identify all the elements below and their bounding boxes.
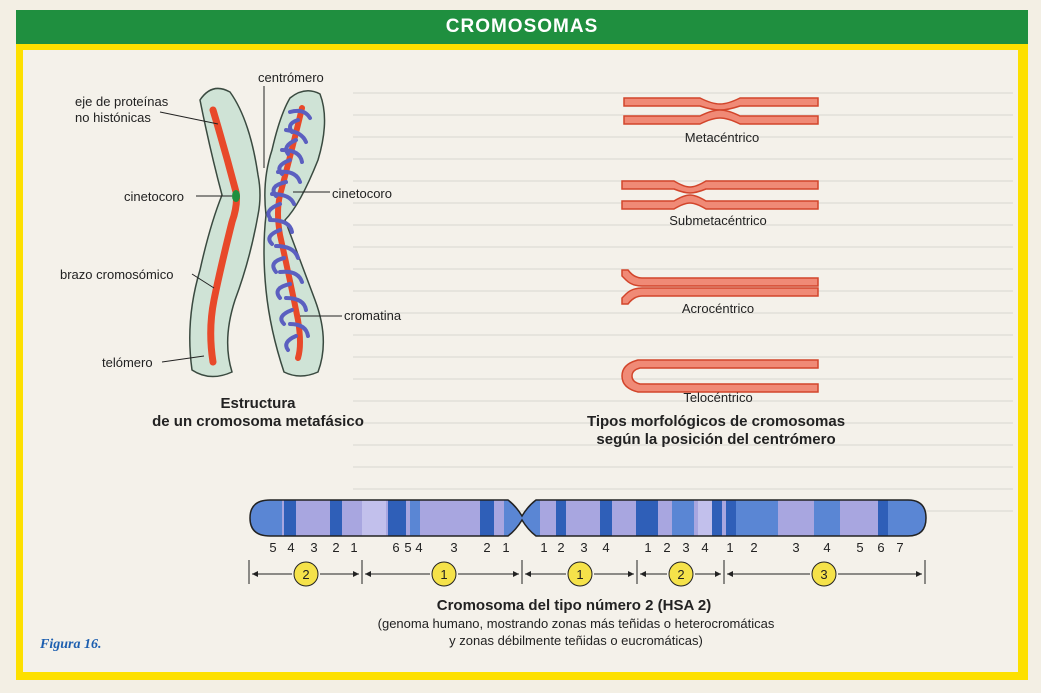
band-number: 1: [644, 540, 651, 555]
hsa2-caption-3: y zonas débilmente teñidas o eucromática…: [449, 633, 703, 648]
kinetochore-left: [232, 190, 240, 202]
type-label-metacentric: Metacéntrico: [685, 130, 759, 145]
band-number: 4: [602, 540, 609, 555]
band-number: 6: [877, 540, 884, 555]
band-number: 2: [332, 540, 339, 555]
hsa2-region-markers: 2 1 1 2 3: [293, 561, 837, 587]
band-number: 7: [896, 540, 903, 555]
region-circle: [668, 561, 694, 587]
label-telomero: telómero: [102, 355, 153, 370]
band-number: 3: [310, 540, 317, 555]
band-number: 3: [450, 540, 457, 555]
left-chromatid: [189, 87, 261, 378]
figure-frame: CROMOSOMAS: [16, 10, 1028, 680]
background-texture: [353, 92, 1013, 512]
region-circle: [431, 561, 457, 587]
hsa2-arrowheads: [252, 571, 922, 577]
band-number: 2: [750, 540, 757, 555]
band-number: 5: [404, 540, 411, 555]
hsa2-caption-2: (genoma humano, mostrando zonas más teñi…: [378, 616, 775, 631]
band-number: 1: [502, 540, 509, 555]
band-number: 2: [483, 540, 490, 555]
region-circle: [293, 561, 319, 587]
types-caption-2: según la posición del centrómero: [596, 431, 835, 448]
band-number: 4: [701, 540, 708, 555]
page-title: CROMOSOMAS: [16, 10, 1028, 44]
acrocentric-shape: [621, 269, 819, 305]
telocentric-shape: [621, 359, 819, 393]
figure-label: Figura 16.: [40, 637, 102, 652]
metaphase-chromosome: centrómero eje de proteínas no histónica…: [60, 70, 402, 430]
band-number: 4: [287, 540, 294, 555]
type-label-submetacentric: Submetacéntrico: [669, 213, 767, 228]
band-number: 3: [682, 540, 689, 555]
band-number: 1: [540, 540, 547, 555]
structure-caption-2: de un cromosoma metafásico: [152, 413, 364, 430]
hsa2-outline: [249, 499, 927, 537]
band-number: 4: [823, 540, 830, 555]
label-centromero: centrómero: [258, 70, 324, 85]
region-number: 2: [677, 567, 684, 582]
band-number: 5: [269, 540, 276, 555]
band-number: 2: [663, 540, 670, 555]
label-cinetocoro-left: cinetocoro: [124, 189, 184, 204]
hsa2-band-numbers: 5 4 3 2 1 6 5 4 3 2 1 1 2 3 4 1 2 3 4 1 …: [269, 540, 903, 555]
hsa2-caption-1: Cromosoma del tipo número 2 (HSA 2): [437, 597, 711, 614]
types-caption-1: Tipos morfológicos de cromosomas: [587, 413, 845, 430]
type-label-acrocentric: Acrocéntrico: [682, 301, 754, 316]
structure-caption-1: Estructura: [220, 395, 296, 412]
band-number: 5: [856, 540, 863, 555]
band-number: 3: [580, 540, 587, 555]
hsa2-regions: [248, 560, 926, 584]
brazo-leader: [191, 273, 215, 289]
band-number: 3: [792, 540, 799, 555]
region-number: 3: [820, 567, 827, 582]
region-circle: [567, 561, 593, 587]
band-number: 6: [392, 540, 399, 555]
submetacentric-shape: [621, 180, 819, 210]
hsa2-chromosome: [249, 499, 927, 537]
figure-panel: [23, 50, 1018, 672]
label-eje-1: eje de proteínas: [75, 94, 169, 109]
label-brazo: brazo cromosómico: [60, 267, 173, 282]
band-number: 2: [557, 540, 564, 555]
region-circle: [811, 561, 837, 587]
label-cromatina: cromatina: [344, 308, 402, 323]
eje-leader: [159, 111, 219, 125]
protein-axis: [207, 106, 240, 366]
chromosome-types: Metacéntrico Submetacéntrico Acrocéntric…: [587, 97, 845, 448]
metacentric-shape: [623, 97, 819, 125]
band-number: 4: [415, 540, 422, 555]
label-eje-2: no histónicas: [75, 110, 151, 125]
band-number: 1: [350, 540, 357, 555]
band-number: 1: [726, 540, 733, 555]
region-number: 1: [576, 567, 583, 582]
telomero-leader: [161, 355, 205, 363]
region-number: 1: [440, 567, 447, 582]
type-label-telocentric: Telocéntrico: [683, 390, 752, 405]
label-cinetocoro-right: cinetocoro: [332, 186, 392, 201]
region-number: 2: [302, 567, 309, 582]
chromatin-loops: [266, 108, 312, 352]
right-chromatid: [263, 90, 326, 377]
